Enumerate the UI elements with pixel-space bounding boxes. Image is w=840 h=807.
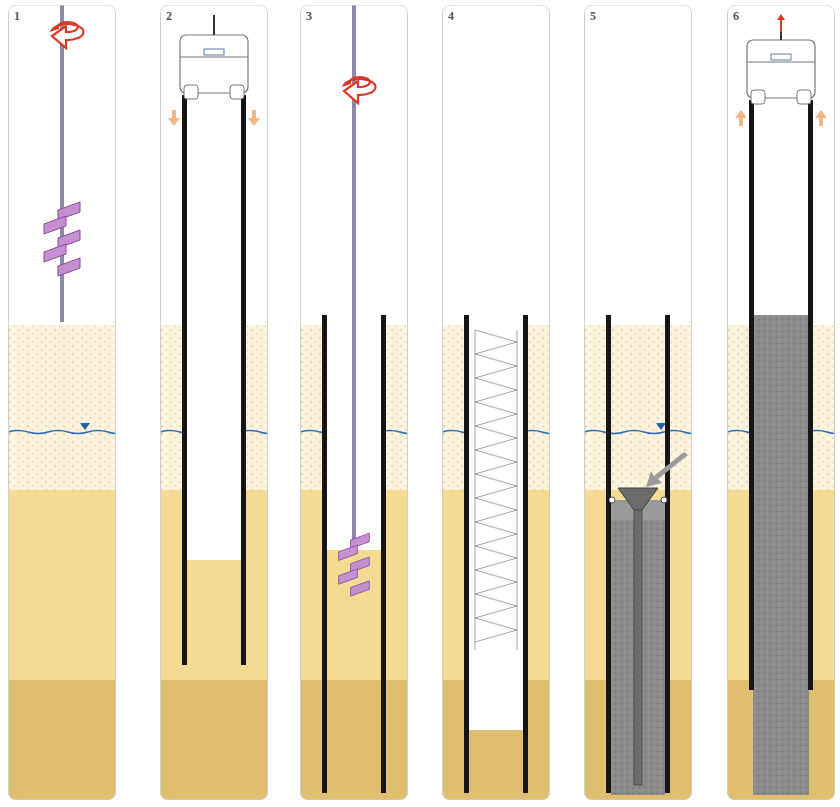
step-number: 5 (590, 10, 596, 22)
step-number: 3 (306, 10, 312, 22)
step-number: 4 (448, 10, 454, 22)
step-number: 2 (166, 10, 172, 22)
step-number: 6 (733, 10, 739, 22)
step-number: 1 (14, 10, 20, 22)
